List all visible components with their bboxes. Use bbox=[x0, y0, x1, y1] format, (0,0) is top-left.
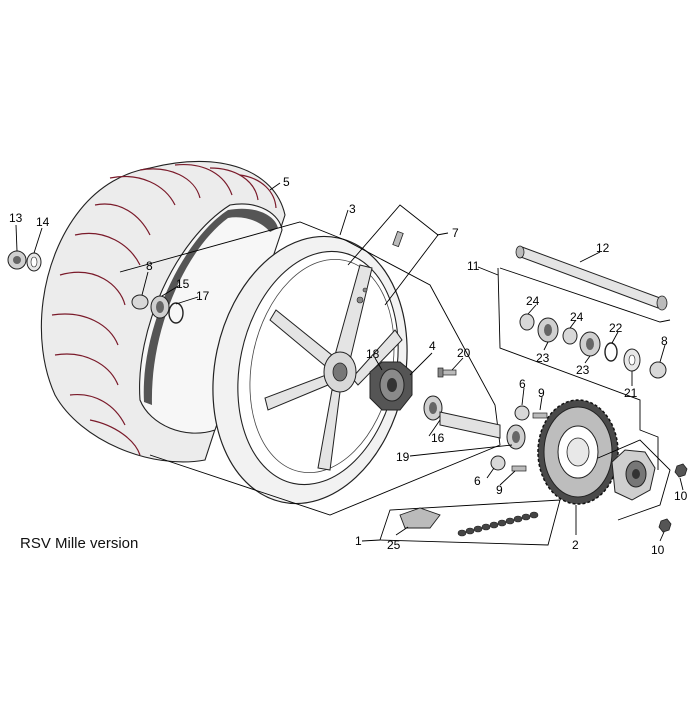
callout-10-lower: 10 bbox=[651, 543, 665, 557]
callout-9-upper: 9 bbox=[538, 386, 545, 400]
seal-14 bbox=[26, 252, 42, 272]
flange-group-outline bbox=[597, 439, 671, 521]
callout-19: 19 bbox=[396, 450, 410, 464]
group-11-top bbox=[499, 267, 671, 323]
cush-drive-hub bbox=[369, 361, 413, 411]
wheel-rim bbox=[212, 235, 408, 505]
valve bbox=[392, 230, 404, 248]
callout-2: 2 bbox=[572, 538, 579, 552]
callout-11: 11 bbox=[467, 259, 480, 273]
callout-5: 5 bbox=[283, 175, 290, 189]
callout-17: 17 bbox=[196, 289, 210, 303]
spacer-24b bbox=[562, 327, 578, 345]
callout-14: 14 bbox=[36, 215, 50, 229]
spacer-24a bbox=[519, 313, 535, 331]
rim-spokes bbox=[264, 264, 403, 471]
callout-1: 1 bbox=[355, 534, 362, 548]
callout-8-left: 8 bbox=[146, 259, 153, 273]
valve-group-outline bbox=[347, 204, 439, 306]
callout-25: 25 bbox=[387, 538, 401, 552]
callout-24-left: 24 bbox=[526, 294, 540, 308]
spacer-8-left bbox=[131, 294, 149, 310]
spacer-tube-16 bbox=[439, 411, 501, 439]
callout-21: 21 bbox=[624, 386, 638, 400]
callout-24-right: 24 bbox=[570, 310, 584, 324]
spacer-8-right bbox=[649, 361, 667, 379]
callout-22: 22 bbox=[609, 321, 623, 335]
sprocket-flange bbox=[611, 449, 656, 501]
screw-20 bbox=[437, 367, 457, 378]
callout-18: 18 bbox=[366, 347, 380, 361]
callout-23-right: 23 bbox=[576, 363, 590, 377]
stud-9a bbox=[532, 412, 548, 419]
bearing-23a bbox=[537, 317, 559, 343]
callout-6-upper: 6 bbox=[519, 377, 526, 391]
rear-sprocket bbox=[537, 399, 619, 505]
nut-10b bbox=[658, 518, 672, 533]
leader-lines bbox=[15, 182, 684, 542]
tread-pattern bbox=[51, 163, 277, 456]
callout-labels: 1 2 3 4 5 6 6 7 8 8 9 9 10 10 11 12 13 1… bbox=[9, 175, 688, 557]
callout-3: 3 bbox=[349, 202, 356, 216]
rim-group-outline bbox=[119, 221, 501, 516]
callout-6-lower: 6 bbox=[474, 474, 481, 488]
master-link-25 bbox=[399, 507, 441, 529]
callout-16: 16 bbox=[431, 431, 445, 445]
ring-17 bbox=[168, 302, 184, 324]
callout-13: 13 bbox=[9, 211, 23, 225]
bushing-6b bbox=[490, 455, 506, 471]
callout-4: 4 bbox=[429, 339, 436, 353]
bearing-13 bbox=[7, 250, 27, 270]
callout-10-upper: 10 bbox=[674, 489, 688, 503]
callout-9-lower: 9 bbox=[496, 483, 503, 497]
callout-7: 7 bbox=[452, 226, 459, 240]
chain-group-outline bbox=[379, 499, 561, 546]
stud-9b bbox=[511, 465, 527, 472]
bearing-23b bbox=[579, 331, 601, 357]
callout-23-left: 23 bbox=[536, 351, 550, 365]
callout-8-right: 8 bbox=[661, 334, 668, 348]
bearing-15 bbox=[150, 295, 170, 319]
callout-12: 12 bbox=[596, 241, 610, 255]
drive-chain bbox=[457, 511, 539, 537]
callout-15: 15 bbox=[176, 277, 190, 291]
callout-20: 20 bbox=[457, 346, 471, 360]
bushing-6a bbox=[514, 405, 530, 421]
nut-10a bbox=[674, 463, 688, 478]
bearing-19b bbox=[506, 424, 526, 450]
version-caption: RSV Mille version bbox=[20, 535, 139, 552]
bearing-19a bbox=[423, 395, 443, 421]
ring-22 bbox=[604, 342, 618, 362]
group-11-outline bbox=[497, 267, 659, 470]
seal-21 bbox=[623, 348, 641, 372]
wheel-axle bbox=[515, 245, 668, 311]
